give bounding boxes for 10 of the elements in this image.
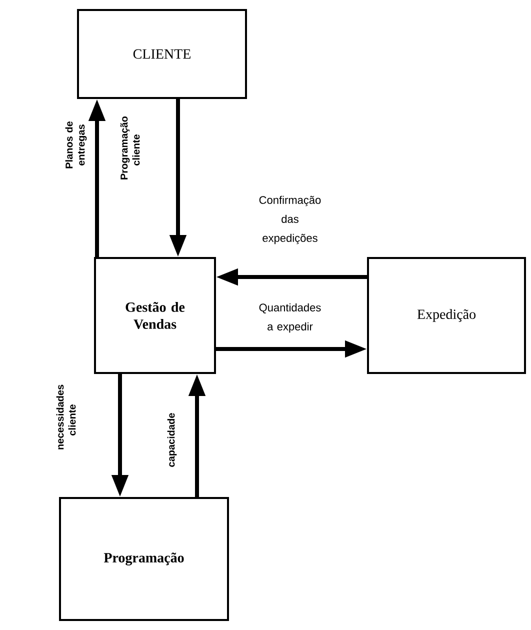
process-box: CLIENTE — [77, 9, 247, 99]
edge-label: necessidades cliente — [56, 384, 76, 450]
process-box: Expedição — [367, 257, 526, 374]
edge-label: Programação cliente — [120, 116, 140, 180]
edge-label: Confirmação das expedições — [259, 196, 321, 244]
process-box: Programação — [59, 497, 229, 621]
process-box: Gestão de Vendas — [94, 257, 216, 374]
edge-label: capacidade — [167, 413, 177, 467]
edge-label: Planos de entregas — [65, 121, 87, 168]
edge-label: Quantidades a expedir — [259, 303, 321, 333]
